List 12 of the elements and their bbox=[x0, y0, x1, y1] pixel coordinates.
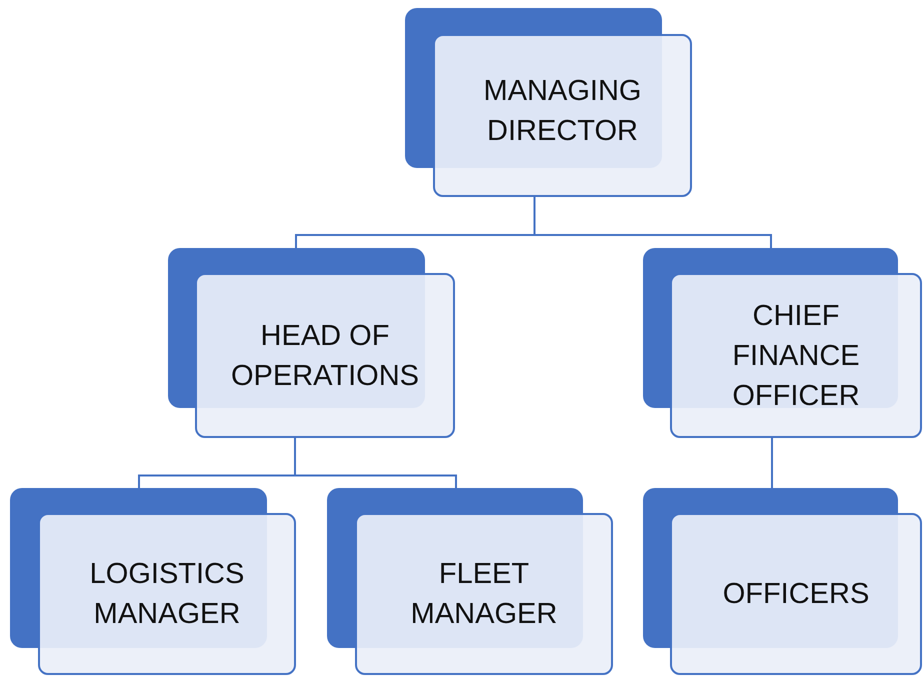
role-title: MANAGING DIRECTOR bbox=[482, 74, 642, 148]
role-title: OFFICERS bbox=[722, 577, 870, 612]
org-box bbox=[195, 273, 455, 438]
org-box bbox=[355, 513, 613, 675]
org-box bbox=[670, 273, 922, 438]
org-box bbox=[670, 513, 922, 675]
org-box bbox=[38, 513, 296, 675]
role-title: HEAD OF OPERATIONS bbox=[230, 318, 420, 394]
org-box bbox=[433, 34, 692, 197]
role-title: CHIEF FINANCE OFFICER bbox=[731, 298, 861, 414]
role-title: FLEET MANAGER bbox=[410, 557, 558, 632]
role-title: LOGISTICS MANAGER bbox=[88, 557, 246, 632]
